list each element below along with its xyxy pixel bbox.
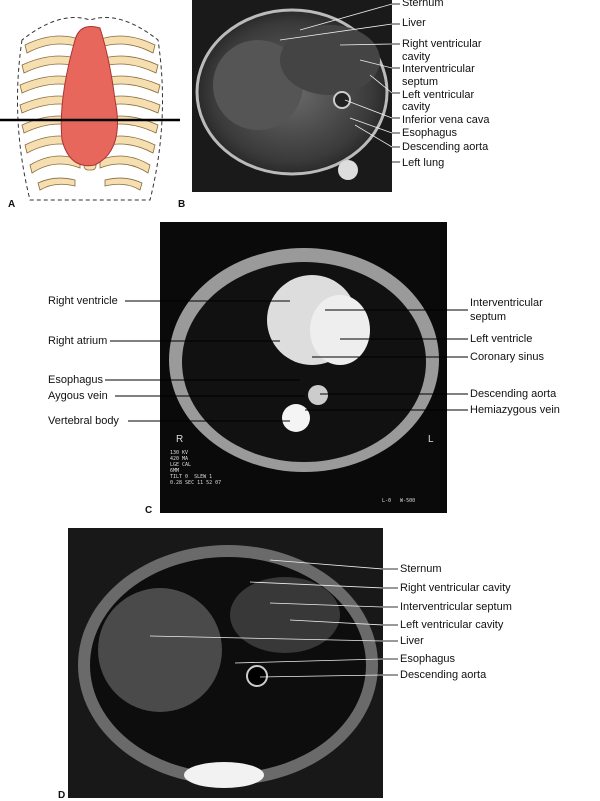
label-d-esophagus: Esophagus xyxy=(400,653,456,665)
label-d-lv-cavity: Left ventricular cavity xyxy=(400,619,504,631)
label-c-descending-aorta: Descending aorta xyxy=(470,388,557,400)
label-b-lv-cavity-1: Left ventricular xyxy=(402,89,475,101)
label-d-liver: Liver xyxy=(400,635,424,647)
label-c-left-ventricle: Left ventricle xyxy=(470,333,533,345)
label-b-liver: Liver xyxy=(402,17,426,29)
label-d-rv-cavity: Right ventricular cavity xyxy=(400,582,511,594)
label-c-azygous-vein: Aygous vein xyxy=(48,390,108,402)
label-d-iv-septum: Interventricular septum xyxy=(400,601,512,613)
label-b-iv-septum-1: Interventricular xyxy=(402,63,475,75)
label-c-coronary-sinus: Coronary sinus xyxy=(470,351,544,363)
ct-scan-info: 130 KV 420 MA LGE CAL 6MM TILT 0 SLEW 1 … xyxy=(170,450,222,486)
label-b-rv-cavity-1: Right ventricular xyxy=(402,38,482,50)
label-c-esophagus: Esophagus xyxy=(48,374,104,386)
label-c-iv-septum-2: septum xyxy=(470,311,507,323)
label-c-hemiazygous-vein: Hemiazygous vein xyxy=(470,404,560,416)
label-c-iv-septum-1: Interventricular xyxy=(470,297,543,309)
ct-right-marker: R xyxy=(176,434,184,445)
label-c-right-ventricle: Right ventricle xyxy=(48,295,118,307)
mri-axial-image-d xyxy=(68,528,398,798)
label-b-sternum: Sternum xyxy=(402,0,444,9)
panel-letter-d: D xyxy=(58,790,66,801)
mri-axial-image-b xyxy=(192,0,421,192)
panel-letter-b: B xyxy=(178,199,186,210)
label-d-descending-aorta: Descending aorta xyxy=(400,669,487,681)
label-b-esophagus: Esophagus xyxy=(402,127,458,139)
label-c-vertebral-body: Vertebral body xyxy=(48,415,119,427)
label-d-sternum: Sternum xyxy=(400,563,442,575)
ribcage-drawing xyxy=(0,17,180,201)
label-b-left-lung: Left lung xyxy=(402,157,445,169)
panel-letter-c: C xyxy=(145,505,153,516)
label-c-right-atrium: Right atrium xyxy=(48,335,108,347)
label-b-descending-aorta: Descending aorta xyxy=(402,141,489,153)
label-b-lv-cavity-2: cavity xyxy=(402,101,431,113)
label-b-rv-cavity-2: cavity xyxy=(402,51,431,63)
ct-window-level: L-0 W-500 xyxy=(382,498,416,504)
ct-axial-image-c xyxy=(105,222,468,513)
label-b-ivc: Inferior vena cava xyxy=(402,114,490,126)
ct-left-marker: L xyxy=(428,434,434,445)
label-b-iv-septum-2: septum xyxy=(402,76,439,88)
panel-letter-a: A xyxy=(8,199,16,210)
